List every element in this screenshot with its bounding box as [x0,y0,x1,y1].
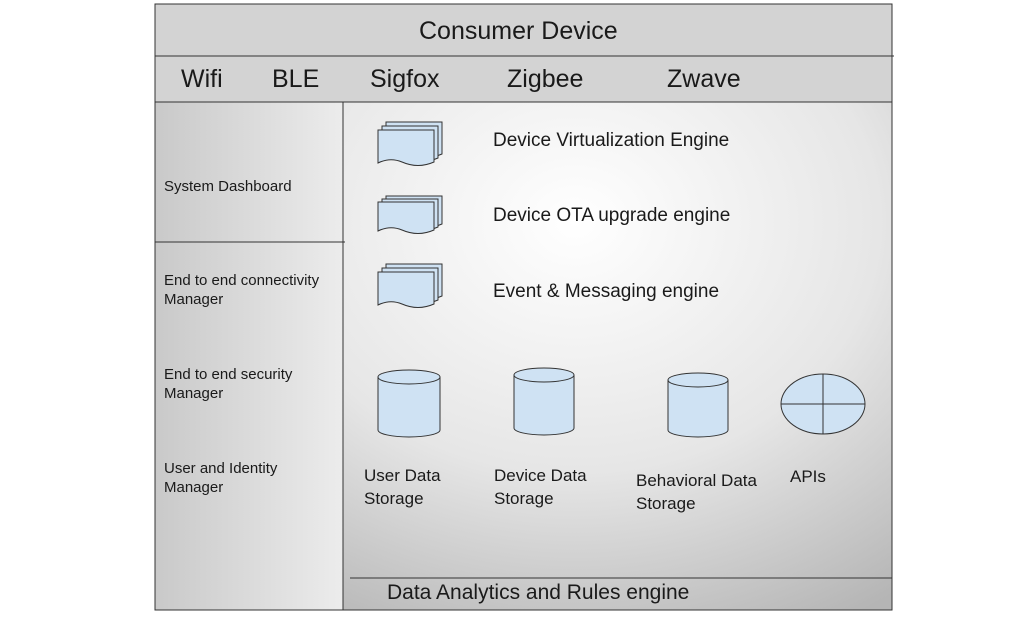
document-stack-icon [377,195,443,234]
cylinder-database-icon [377,369,441,438]
outer-border [154,3,893,611]
storage-label-apis: APIs [790,467,826,486]
sidebar-item-identity-manager: User and Identity Manager [164,460,278,496]
protocol-wifi: Wifi [181,65,223,93]
ellipse-cross-icon [780,373,866,435]
storage-label-user: User Data Storage [364,466,441,508]
engine-label-messaging: Event & Messaging engine [493,281,720,302]
engine-label-ota: Device OTA upgrade engine [493,205,731,226]
engine-label-virtualization: Device Virtualization Engine [493,130,730,151]
protocol-ble: BLE [272,65,320,93]
storage-label-behavioral: Behavioral Data Storage [636,471,757,513]
protocol-zigbee: Zigbee [507,65,584,93]
protocol-zwave: Zwave [667,65,741,93]
cylinder-database-icon [513,367,575,436]
sidebar-item-security-manager: End to end security Manager [164,366,293,402]
sidebar-panel [155,102,343,610]
storage-label-device: Device Data Storage [494,466,587,508]
page-title: Consumer Device [419,17,618,45]
sidebar-item-system-dashboard: System Dashboard [164,178,292,195]
header-band [155,4,892,102]
cylinder-database-icon [667,372,729,438]
analytics-engine-label: Data Analytics and Rules engine [387,581,690,604]
document-stack-icon [377,263,443,308]
document-stack-icon [377,121,443,166]
protocol-sigfox: Sigfox [370,65,440,93]
sidebar-item-connectivity-manager: End to end connectivity Manager [164,272,320,308]
